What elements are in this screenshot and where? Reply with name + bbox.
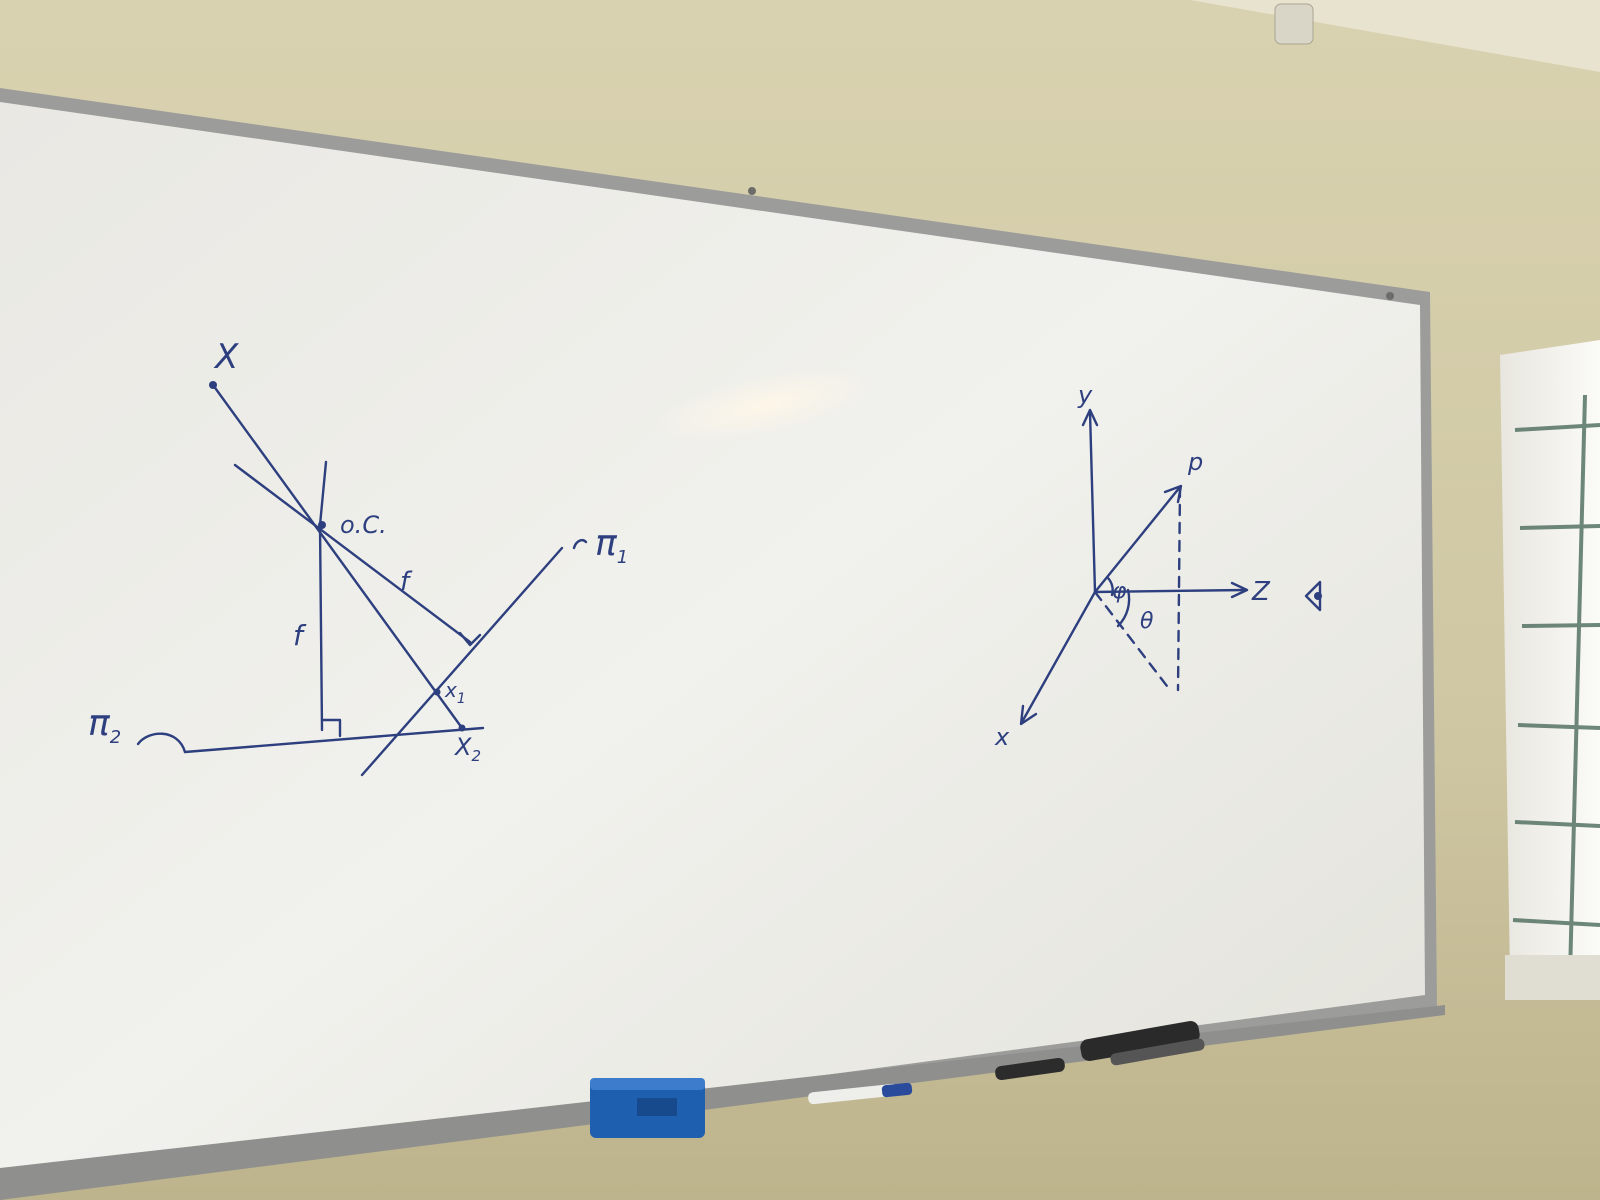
label-pi1: π1 <box>595 523 628 568</box>
ceiling-fixture <box>1274 3 1314 45</box>
right-angle-pi1 <box>458 631 482 647</box>
marker-icon[interactable] <box>1079 1020 1205 1066</box>
dashed-projection <box>1093 590 1172 692</box>
y-arrow-head <box>1081 408 1099 427</box>
x-arrow-head <box>1019 704 1038 726</box>
x-axis <box>1020 590 1097 724</box>
label-x2: X2 <box>453 733 481 765</box>
point-x1 <box>433 688 441 696</box>
label-theta: θ <box>1140 609 1154 634</box>
light-glare <box>652 367 878 443</box>
label-p: p <box>1187 448 1203 476</box>
angle-theta-arc <box>1116 588 1131 628</box>
y-axis <box>1088 410 1097 594</box>
point-x2 <box>458 724 466 732</box>
right-diagram: y p Z x φ θ <box>994 381 1322 751</box>
window-curtain <box>1500 340 1600 1000</box>
frame-screw <box>1386 292 1394 300</box>
ceiling <box>1190 0 1600 72</box>
label-x: X <box>213 337 239 377</box>
ray-to-pi1 <box>233 463 472 644</box>
whiteboard-surface <box>0 102 1425 1185</box>
eye-icon <box>1304 580 1322 612</box>
label-x-axis: x <box>994 723 1010 751</box>
point-oc <box>318 521 326 529</box>
ray-x-to-x2 <box>211 383 464 730</box>
left-diagram: X o.C. f f x1 X2 π1 π2 <box>88 337 628 777</box>
z-arrow-head <box>1230 581 1249 599</box>
vector-p <box>1093 485 1182 594</box>
label-z: Z <box>1251 577 1271 607</box>
z-axis <box>1093 588 1247 594</box>
angle-phi-arc <box>1106 576 1114 597</box>
plane-pi2 <box>183 726 485 754</box>
right-angle-pi2 <box>320 718 342 738</box>
pi2-hook <box>136 732 187 754</box>
pi1-hook <box>572 539 588 550</box>
eraser-icon[interactable] <box>590 1078 705 1138</box>
marker-icon[interactable] <box>808 1082 913 1105</box>
label-phi: φ <box>1112 579 1127 604</box>
marker-icon[interactable] <box>994 1057 1065 1081</box>
label-pi2: π2 <box>88 703 121 748</box>
label-x1: x1 <box>444 678 466 707</box>
dashed-drop <box>1176 485 1182 692</box>
label-oc: o.C. <box>340 511 387 539</box>
plane-pi1 <box>360 546 564 777</box>
frame-screw <box>748 187 756 195</box>
label-y: y <box>1077 381 1093 409</box>
